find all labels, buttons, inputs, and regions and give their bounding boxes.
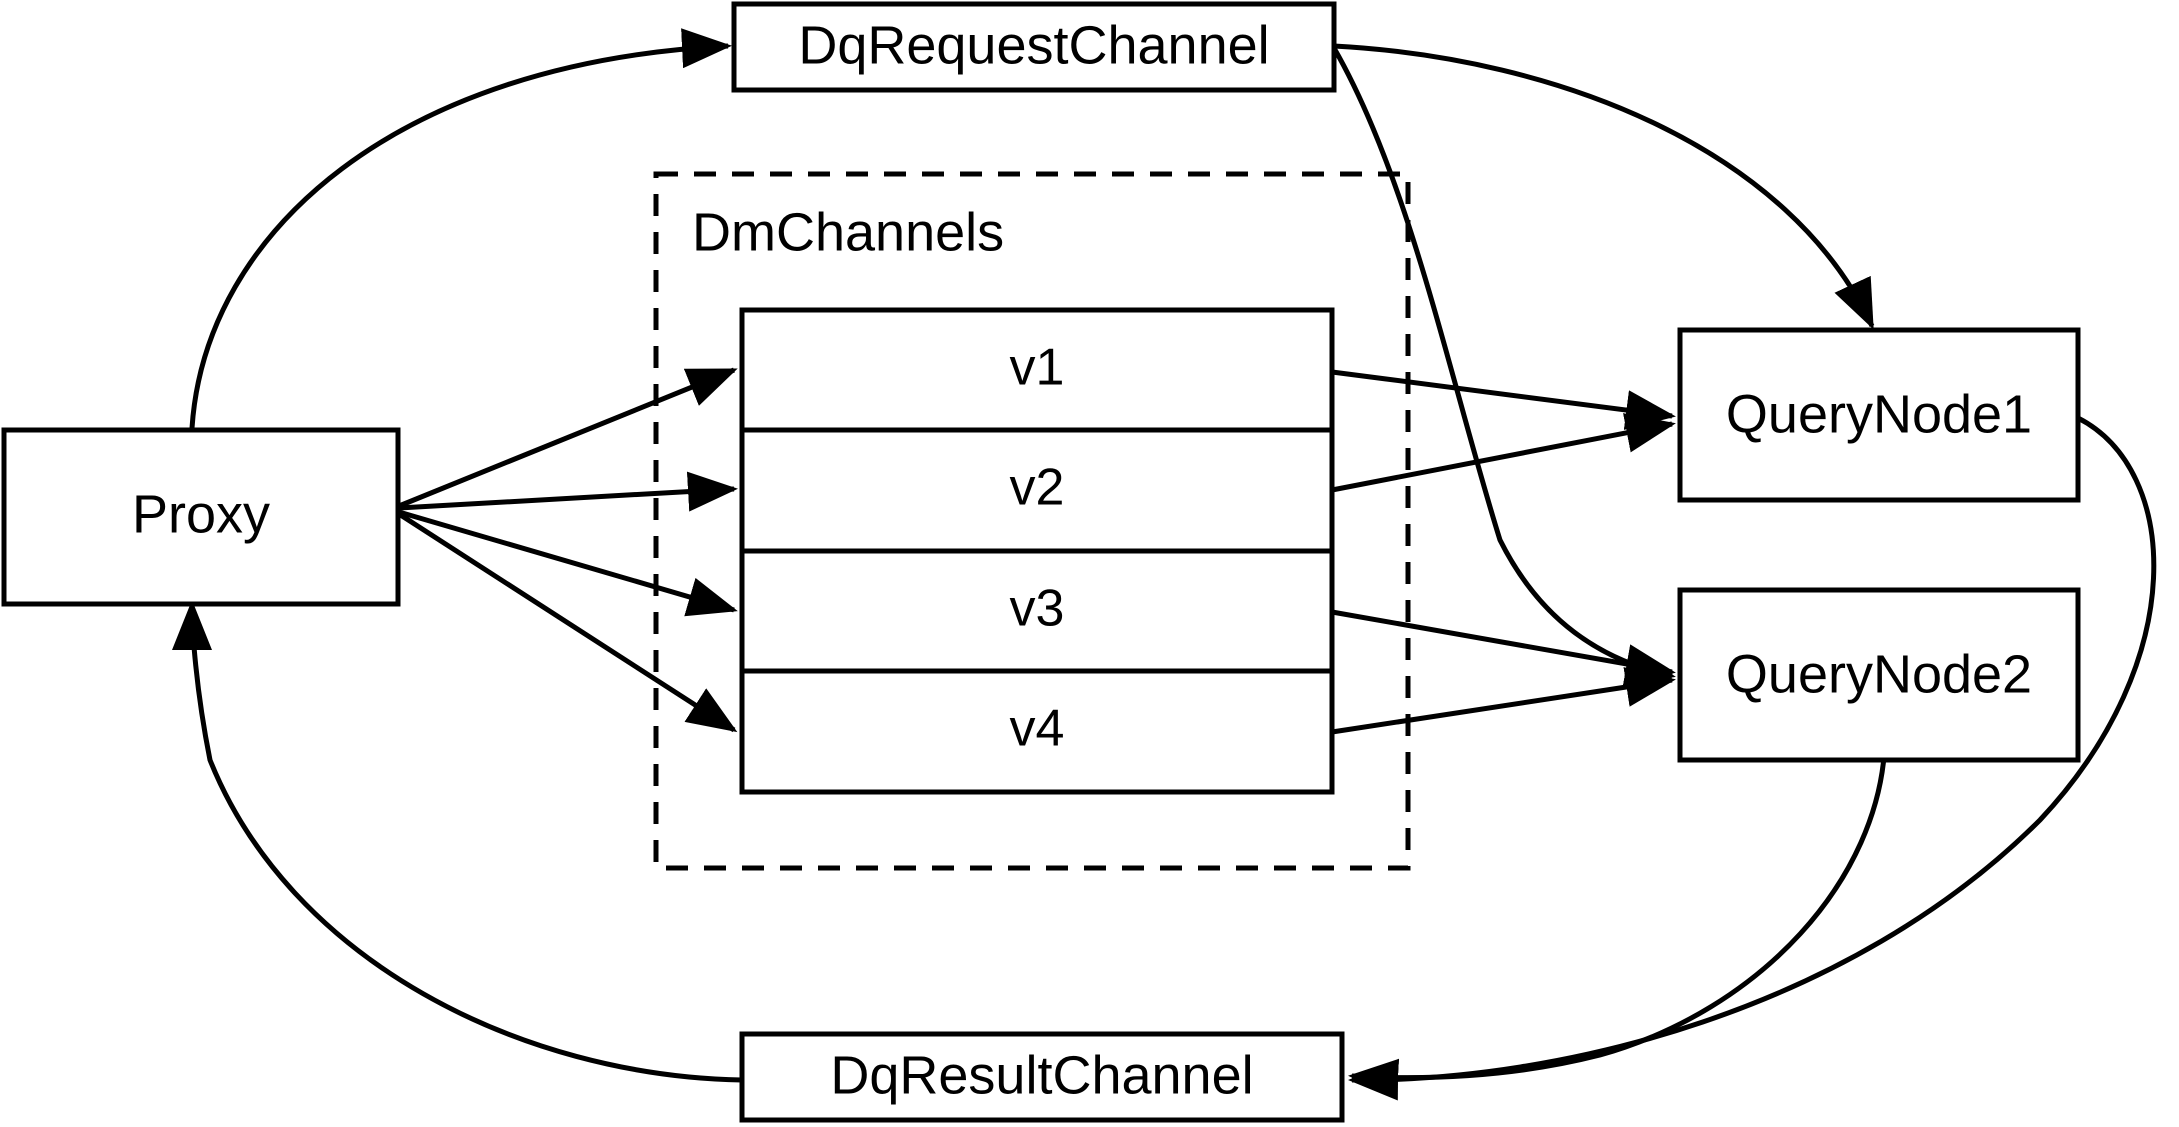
edge-proxy-to-v4 bbox=[397, 511, 738, 733]
node-querynode1-label: QueryNode1 bbox=[1726, 384, 2032, 444]
edge-v2-to-querynode1 bbox=[1331, 413, 1676, 493]
edge-proxy-to-v2 bbox=[398, 471, 738, 512]
shard-label-v4: v4 bbox=[1010, 700, 1065, 758]
node-dqresultchannel-label: DqResultChannel bbox=[830, 1045, 1253, 1105]
edge-querynode2-to-dqresultchannel bbox=[1348, 741, 1888, 1099]
shard-label-v2: v2 bbox=[1010, 459, 1065, 517]
node-dqrequestchannel-box[interactable] bbox=[731, 1, 1337, 93]
node-querynode1-box[interactable] bbox=[1677, 327, 2081, 503]
edge-dqresultchannel-to-proxy bbox=[172, 599, 743, 1083]
node-dqrequestchannel-label: DqRequestChannel bbox=[798, 15, 1269, 75]
edge-v3-to-querynode2 bbox=[1331, 609, 1676, 684]
edge-dqrequestchannel-to-querynode1 bbox=[1333, 43, 1875, 330]
shard-label-v1: v1 bbox=[1010, 339, 1065, 397]
edge-v1-to-querynode1 bbox=[1331, 369, 1676, 430]
node-proxy-label: Proxy bbox=[132, 484, 270, 544]
dmchannels-group-label: DmChannels bbox=[692, 202, 1004, 262]
node-dqresultchannel-box[interactable] bbox=[739, 1031, 1345, 1123]
node-querynode2-box[interactable] bbox=[1677, 587, 2081, 763]
edge-v4-to-querynode2 bbox=[1331, 667, 1676, 735]
node-proxy-box[interactable] bbox=[1, 427, 401, 607]
edge-querynode1-to-dqresultchannel bbox=[1348, 415, 2157, 1101]
node-querynode2-label: QueryNode2 bbox=[1726, 644, 2032, 704]
edge-proxy-to-v3 bbox=[398, 509, 738, 617]
edge-proxy-to-v1 bbox=[398, 367, 738, 509]
edge-proxy-to-dqrequestchannel bbox=[189, 28, 732, 429]
edge-dqrequestchannel-to-querynode2 bbox=[1331, 46, 1676, 686]
shard-label-v3: v3 bbox=[1010, 580, 1065, 638]
